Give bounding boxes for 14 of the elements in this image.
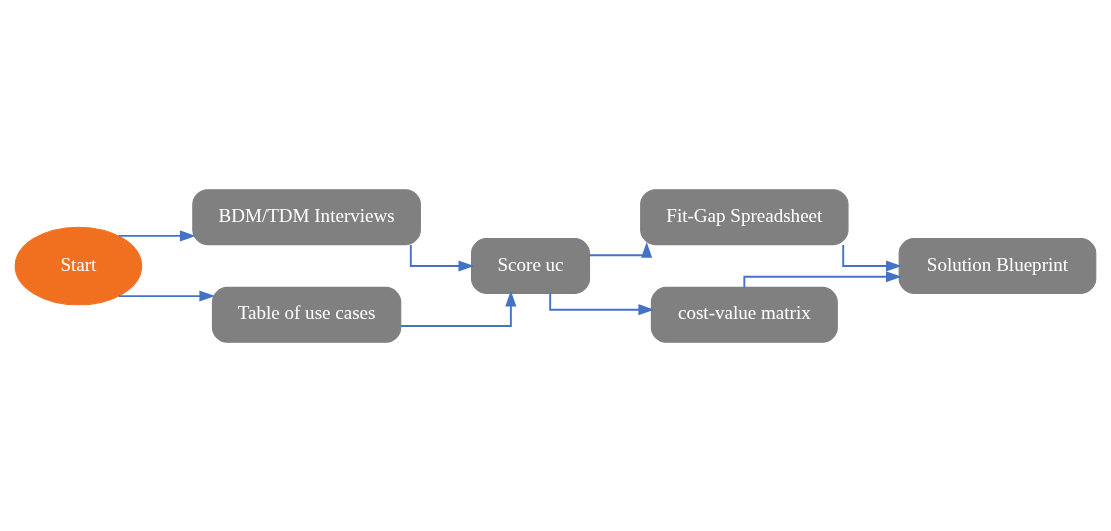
arrow: [743, 270, 902, 288]
node-box: Score uc: [470, 237, 591, 294]
arrow: [588, 241, 653, 258]
arrow: [117, 290, 216, 302]
node-box: cost-value matrix: [650, 286, 838, 343]
arrow: [842, 243, 902, 271]
node-box: Table of use cases: [211, 286, 402, 343]
node-box: Fit-Gap Spreadsheet: [640, 188, 849, 245]
node-box: BDM/TDM Interviews: [192, 188, 421, 245]
node-ellipse: Start: [14, 226, 143, 305]
arrow: [409, 243, 475, 271]
arrow: [117, 229, 196, 241]
arrow: [400, 290, 517, 327]
node-box: Solution Blueprint: [898, 237, 1097, 294]
